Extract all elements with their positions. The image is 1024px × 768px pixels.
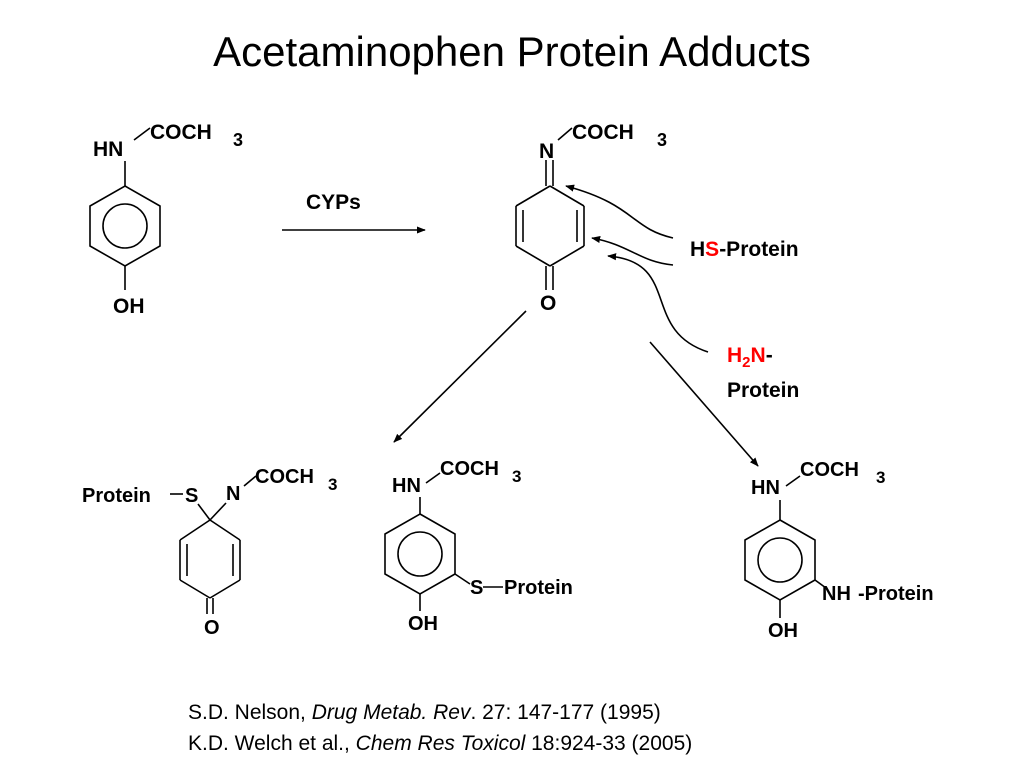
thioether-adduct-sub3-label: 3 — [512, 467, 521, 486]
thioether-adduct-oh-label: OH — [408, 613, 438, 635]
cyps-label: CYPs — [306, 191, 361, 214]
hs-protein-label: HS-Protein — [690, 238, 799, 261]
ipso-adduct-o-label: O — [204, 617, 220, 639]
thiol-attack-arrow-n — [565, 184, 674, 239]
arrow-to-right-adduct — [649, 341, 759, 467]
amine-adduct-molecule — [744, 475, 827, 618]
arrow-to-left-adducts — [393, 310, 527, 443]
ipso-adduct-protein-label: Protein — [82, 485, 151, 507]
thioether-adduct-coch-label: COCH — [440, 458, 499, 480]
napqi-molecule — [515, 127, 585, 290]
napqi-o-label: O — [540, 292, 556, 315]
reference-2: K.D. Welch et al., Chem Res Toxicol 18:9… — [188, 732, 693, 755]
amine-adduct-protein-label: -Protein — [858, 583, 934, 605]
page-title: Acetaminophen Protein Adducts — [213, 28, 811, 75]
h2n-label: H2N- — [727, 344, 773, 371]
acetaminophen-hn-label: HN — [93, 138, 123, 161]
amine-adduct-oh-label: OH — [768, 620, 798, 642]
napqi-sub3-label: 3 — [657, 130, 667, 150]
acetaminophen-coch-label: COCH — [150, 121, 212, 144]
references: S.D. Nelson, Drug Metab. Rev. 27: 147-17… — [188, 697, 692, 759]
amine-adduct-nh-label: NH — [822, 583, 851, 605]
ipso-adduct-molecule — [170, 475, 257, 614]
amine-adduct-coch-label: COCH — [800, 459, 859, 481]
ipso-adduct-s-label: S — [185, 485, 198, 507]
thioether-adduct-s-label: S — [470, 577, 483, 599]
napqi-coch-label: COCH — [572, 121, 634, 144]
amine-attack-arrow — [607, 253, 709, 353]
napqi-n-label: N — [539, 140, 554, 163]
thioether-adduct-hn-label: HN — [392, 475, 421, 497]
ipso-adduct-n-label: N — [226, 483, 240, 505]
thioether-adduct-protein-label: Protein — [504, 577, 573, 599]
acetaminophen-sub3-label: 3 — [233, 130, 243, 150]
amine-adduct-sub3-label: 3 — [876, 468, 885, 487]
acetaminophen-oh-label: OH — [113, 295, 145, 318]
thioether-adduct-molecule — [384, 472, 503, 611]
reference-1: S.D. Nelson, Drug Metab. Rev. 27: 147-17… — [188, 701, 661, 724]
thiol-attack-arrow-c — [591, 235, 674, 266]
acetaminophen-molecule — [89, 127, 161, 290]
ipso-adduct-sub3-label: 3 — [328, 475, 337, 494]
ipso-adduct-coch-label: COCH — [255, 466, 314, 488]
h2n-protein-label: Protein — [727, 379, 799, 402]
amine-adduct-hn-label: HN — [751, 477, 780, 499]
